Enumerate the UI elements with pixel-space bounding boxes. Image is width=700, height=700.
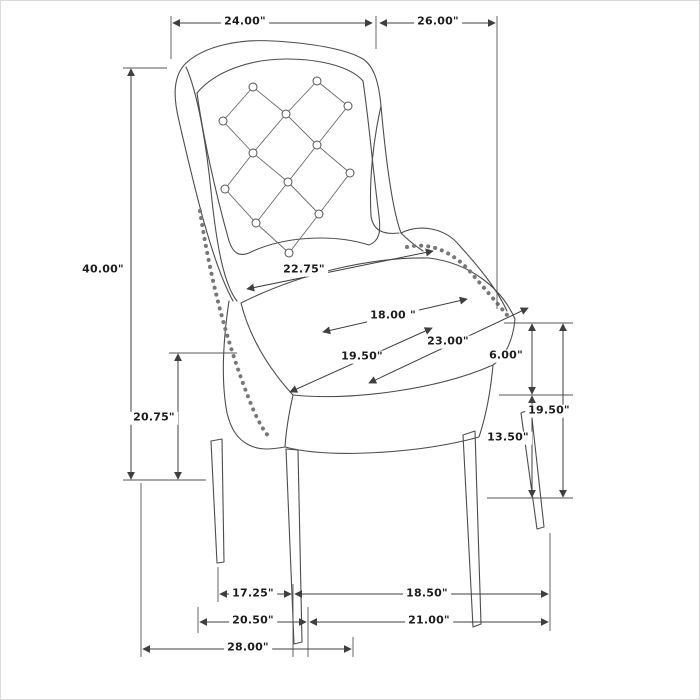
dim-label-back-width-top: 24.00" (221, 15, 269, 29)
chair-leg-front-left (285, 448, 303, 645)
dim-label-overall-depth: 28.00" (224, 641, 272, 655)
chair-tufting-buttons (218, 76, 355, 258)
chair-right-wing (369, 105, 400, 234)
dim-label-seat-width-front: 19.50" (338, 350, 386, 364)
chair-left-side (222, 300, 286, 450)
dimension-lines (127, 19, 567, 653)
dim-label-leg-spacing-front: 18.50" (403, 587, 451, 601)
dim-label-depth-top: 26.00" (414, 15, 462, 29)
chair-illustration (174, 40, 545, 645)
dim-label-base-depth: 20.50" (229, 614, 277, 628)
chair-back-panel (196, 58, 381, 256)
chair-left-wing-edge (185, 66, 238, 302)
dim-label-seat-width-outer: 23.00" (424, 335, 472, 349)
dim-label-leg-height: 13.50" (484, 431, 532, 445)
dim-label-arm-height: 20.75" (130, 411, 178, 425)
nailhead-trim-right-arm (405, 243, 509, 317)
extension-lines (123, 16, 573, 657)
dim-label-seat-depth: 18.00 " (367, 309, 419, 323)
chair-leg-back-left (210, 438, 225, 564)
dim-label-interior-back-width: 22.75" (280, 263, 328, 277)
dim-label-base-width: 21.00" (405, 614, 453, 628)
chair-right-arm (400, 227, 508, 312)
chair-tufting-lines (222, 80, 351, 254)
chair-skirt (284, 364, 494, 454)
dim-label-cushion-thickness: 6.00" (486, 349, 526, 363)
nailhead-trim-left (198, 209, 273, 441)
dim-label-leg-spacing-side: 17.25" (229, 587, 277, 601)
chair-back-outline (174, 40, 402, 302)
dim-label-overall-height: 40.00" (79, 263, 127, 277)
dim-label-floor-to-seat: 19.50" (525, 404, 573, 418)
chair-leg-front-right (462, 430, 482, 628)
chair-right-arm-seam (400, 232, 424, 252)
